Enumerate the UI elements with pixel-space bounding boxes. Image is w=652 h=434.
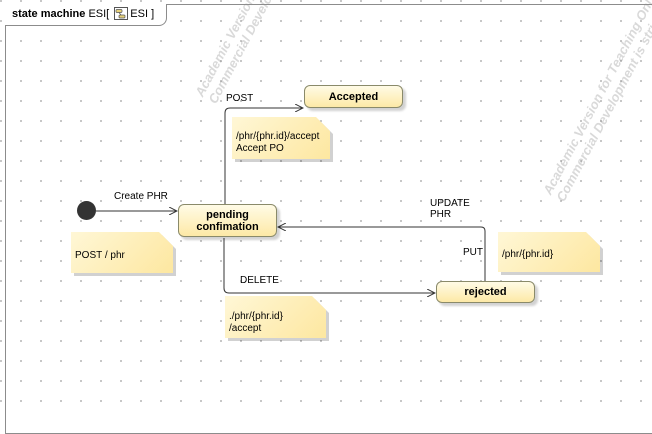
- diagram-canvas: [0, 0, 652, 418]
- state-machine-icon: [114, 6, 129, 20]
- frame-ref-name: ESI: [130, 8, 149, 20]
- transition-lines: [96, 0, 486, 418]
- initial-state[interactable]: [77, 201, 96, 220]
- state-rejected[interactable]: rejected: [436, 281, 535, 303]
- frame-keyword: state machine: [12, 8, 86, 20]
- note-rejected[interactable]: /phr/{phr.id}: [498, 232, 600, 272]
- state-accepted-label: Accepted: [328, 90, 379, 103]
- note-delete-line-1: ./phr/{phr.id}: [229, 311, 283, 322]
- state-rejected-label: rejected: [464, 286, 507, 298]
- transition-delete[interactable]: [223, 238, 435, 293]
- label-put: PUT: [463, 247, 483, 258]
- note-delete-line-2: /accept: [229, 323, 262, 334]
- note-post-phr[interactable]: POST / phr: [71, 232, 173, 273]
- note-accept-line-2: Accept PO: [236, 143, 284, 154]
- label-delete: DELETE: [240, 275, 279, 286]
- frame-bracket-close: ]: [151, 8, 155, 20]
- state-pending-label-1: pending: [206, 208, 249, 221]
- label-create-phr: Create PHR: [114, 191, 168, 202]
- transition-post[interactable]: [224, 108, 303, 206]
- label-update-2: PHR: [430, 209, 452, 220]
- note-post-phr-text: POST / phr: [75, 250, 125, 261]
- transition-update[interactable]: [278, 227, 486, 281]
- note-delete[interactable]: ./phr/{phr.id} /accept: [225, 296, 326, 338]
- state-pending-label-2: confimation: [196, 220, 259, 233]
- state-pending-confirmation[interactable]: pending confimation: [178, 204, 277, 237]
- note-accept-line-1: /phr/{phr.id}/accept: [236, 131, 320, 142]
- label-post: POST: [226, 93, 254, 104]
- frame-bracket-open: [: [106, 8, 110, 20]
- label-update-1: UPDATE: [430, 198, 470, 209]
- frame-name: ESI: [88, 8, 107, 20]
- note-accept[interactable]: /phr/{phr.id}/accept Accept PO: [232, 117, 330, 159]
- frame-heading: state machine ESI[ ESI ]: [5, 4, 167, 26]
- state-accepted[interactable]: Accepted: [304, 85, 403, 108]
- note-rejected-text: /phr/{phr.id}: [502, 249, 554, 260]
